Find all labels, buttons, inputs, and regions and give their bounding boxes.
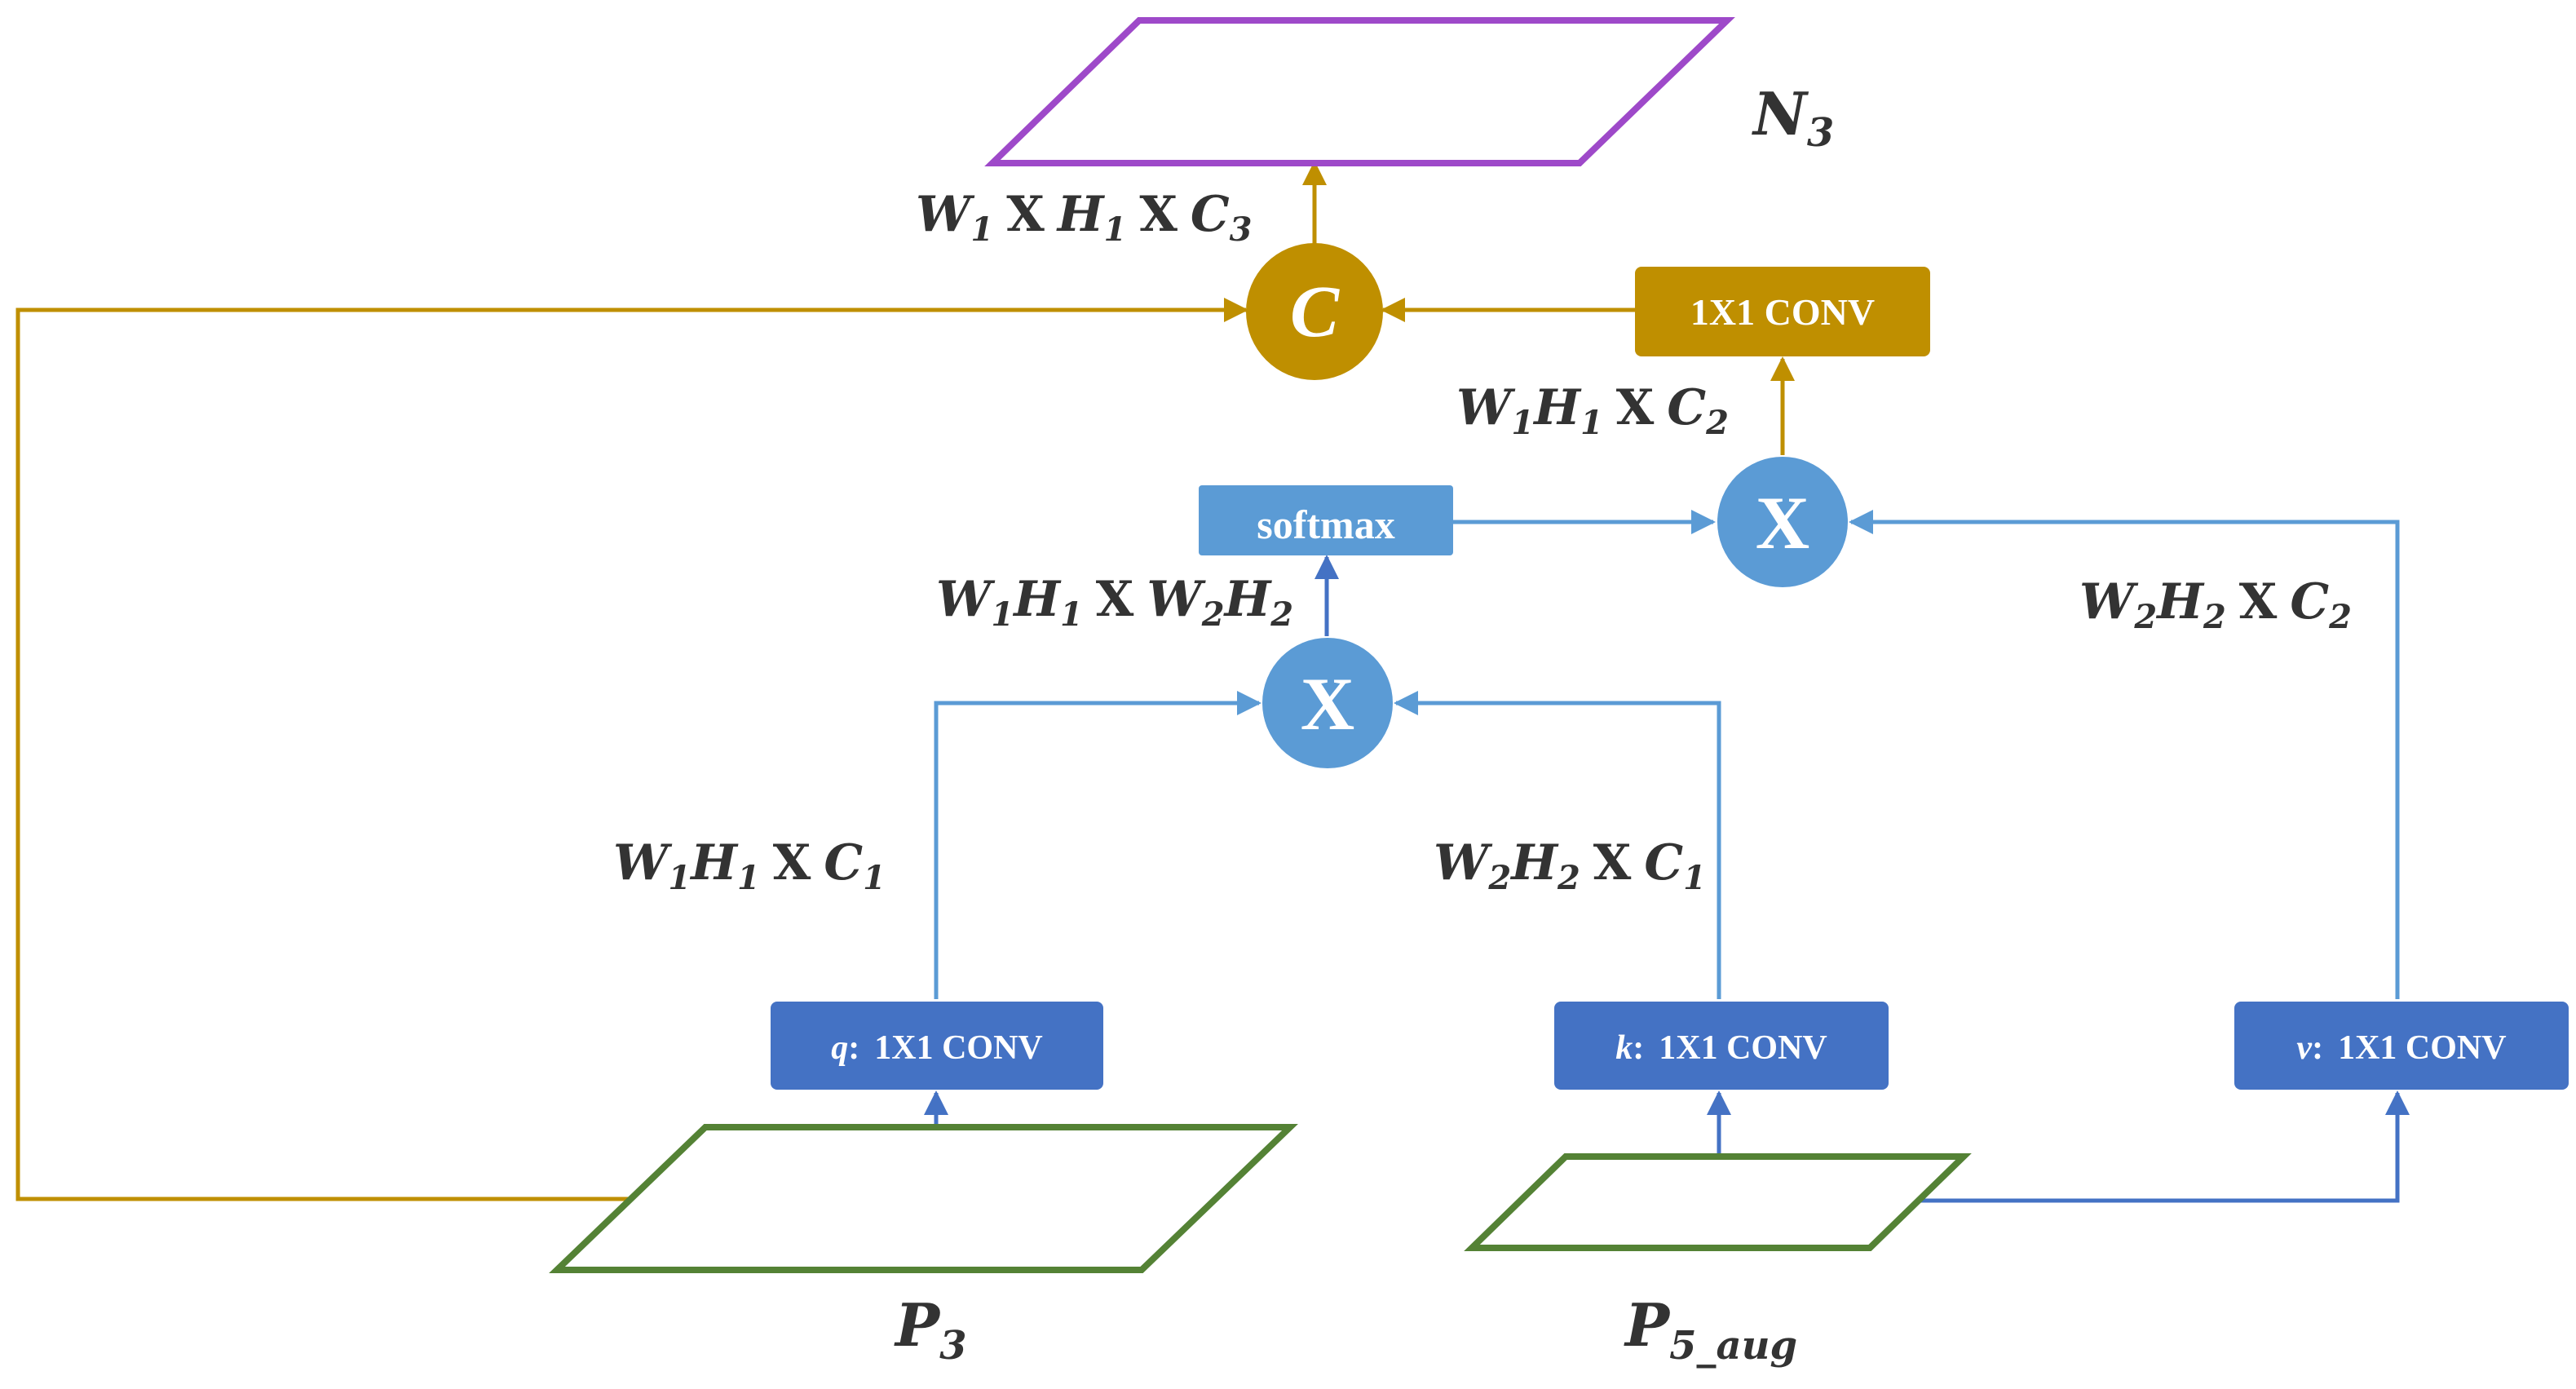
matmul-output-node: X (1717, 457, 1848, 587)
value-var: v (2296, 1029, 2313, 1067)
query-op: 1X1 CONV (874, 1029, 1043, 1067)
input-feature-map-p3 (549, 1124, 1298, 1273)
value-to-matmul-line (1849, 510, 2400, 999)
skip-connection-line (15, 298, 1248, 1201)
svg-text:v:1X1 CONV: v:1X1 CONV (2296, 1029, 2506, 1067)
concat-node-label: C (1290, 272, 1340, 352)
key-to-matmul-line (1394, 691, 1721, 999)
softmax-block-label: softmax (1257, 502, 1394, 547)
svg-text:q:1X1 CONV: q:1X1 CONV (831, 1029, 1043, 1067)
key-conv-block: k:1X1 CONV (1554, 1002, 1889, 1090)
output-conv-block: 1X1 CONV (1635, 267, 1930, 356)
query-sep: : (848, 1029, 859, 1067)
svg-text:k:1X1 CONV: k:1X1 CONV (1615, 1029, 1827, 1067)
matmul-output-node-label: X (1756, 481, 1809, 564)
input-feature-map-p5-aug (1464, 1153, 1972, 1251)
query-to-matmul-line (934, 691, 1261, 999)
output-feature-map-label: N3 (1752, 79, 1834, 156)
key-sep: : (1633, 1029, 1644, 1067)
softmax-block: softmax (1199, 485, 1453, 555)
p5-aug-label: P5_aug (1624, 1290, 1797, 1369)
output-conv-block-label: 1X1 CONV (1690, 291, 1875, 333)
value-op: 1X1 CONV (2338, 1029, 2507, 1067)
key-var: k (1615, 1029, 1633, 1067)
query-var: q (831, 1029, 848, 1067)
value-conv-block: v:1X1 CONV (2234, 1002, 2569, 1090)
key-op: 1X1 CONV (1659, 1029, 1827, 1067)
concat-node: C (1246, 243, 1383, 380)
matmul-attention-node-label: X (1301, 662, 1354, 745)
value-sep: : (2312, 1029, 2323, 1067)
query-conv-block: q:1X1 CONV (771, 1002, 1103, 1090)
p5-to-value-line (1916, 1090, 2410, 1203)
output-feature-map-n3 (984, 17, 1735, 166)
matmul-attention-node: X (1262, 638, 1393, 768)
p3-label: P3 (894, 1290, 967, 1369)
